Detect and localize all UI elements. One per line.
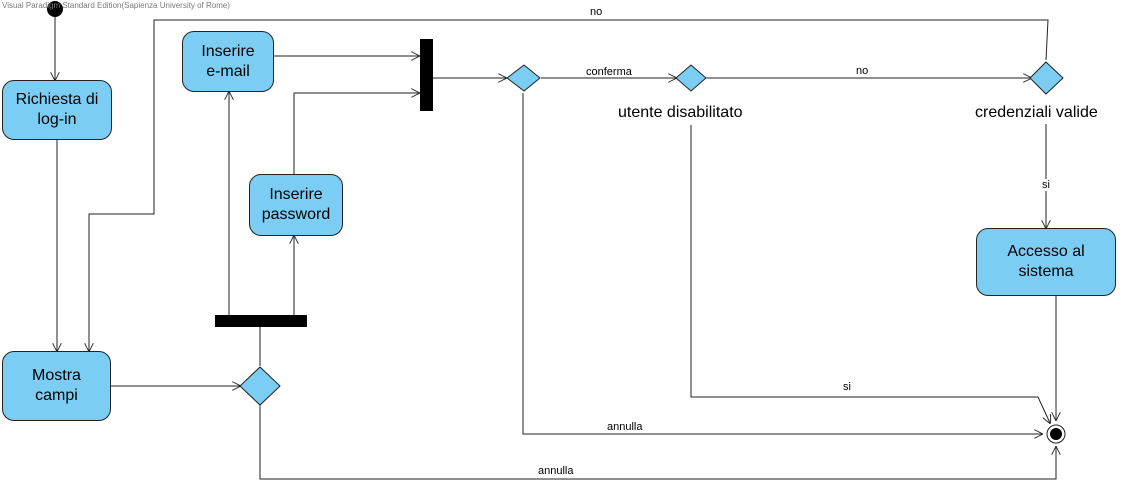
flow-password-to-join — [293, 93, 419, 174]
action-richiesta-login: Richiesta di log-in — [2, 80, 112, 140]
action-label-line2: sistema — [1018, 263, 1074, 280]
guard-si-credenziali: si — [1040, 179, 1052, 191]
guard-conferma: conferma — [586, 66, 632, 78]
label-credenziali-valide: credenziali valide — [975, 104, 1098, 121]
decision-conferma — [506, 64, 541, 92]
action-inserire-email: Inserire e-mail — [182, 31, 274, 92]
action-label-line2: e-mail — [206, 62, 250, 80]
flow-si-disabilitato — [690, 125, 1050, 423]
action-label-line2: log-in — [37, 111, 77, 128]
flow-annulla-top — [522, 93, 1042, 434]
action-label-line2: campi — [35, 387, 78, 404]
action-label-line1: Inserire — [269, 186, 323, 203]
watermark: Visual Paradigm Standard Edition(Sapienz… — [2, 1, 230, 10]
join-bar — [420, 39, 433, 111]
flow-annulla-bottom — [259, 402, 1056, 480]
decision-credenziali-valide — [1029, 61, 1064, 95]
action-mostra-campi: Mostra campi — [2, 351, 111, 421]
action-label-line1: Mostra — [32, 367, 81, 384]
guard-annulla-top: annulla — [607, 421, 643, 433]
action-label-line1: Richiesta di — [15, 91, 99, 108]
guard-annulla-bottom: annulla — [538, 465, 574, 477]
decision-after-mostra — [239, 366, 281, 406]
initial-node — [47, 1, 63, 17]
guard-si-disabilitato: si — [843, 381, 851, 393]
action-label-line2: password — [261, 206, 331, 223]
action-label-line1: Accesso al — [1007, 243, 1085, 260]
decision-utente-disabilitato — [675, 64, 707, 92]
guard-no-credenziali: no — [590, 6, 603, 18]
flow-no-credenziali — [89, 19, 1049, 351]
fork-bar — [215, 315, 307, 327]
final-node-dot — [1050, 428, 1062, 440]
action-accesso-sistema: Accesso al sistema — [976, 228, 1116, 296]
guard-no-disabilitato: no — [856, 65, 869, 77]
action-label-line1: Inserire — [201, 42, 255, 60]
action-inserire-password: Inserire password — [249, 174, 343, 236]
label-utente-disabilitato: utente disabilitato — [618, 104, 743, 121]
